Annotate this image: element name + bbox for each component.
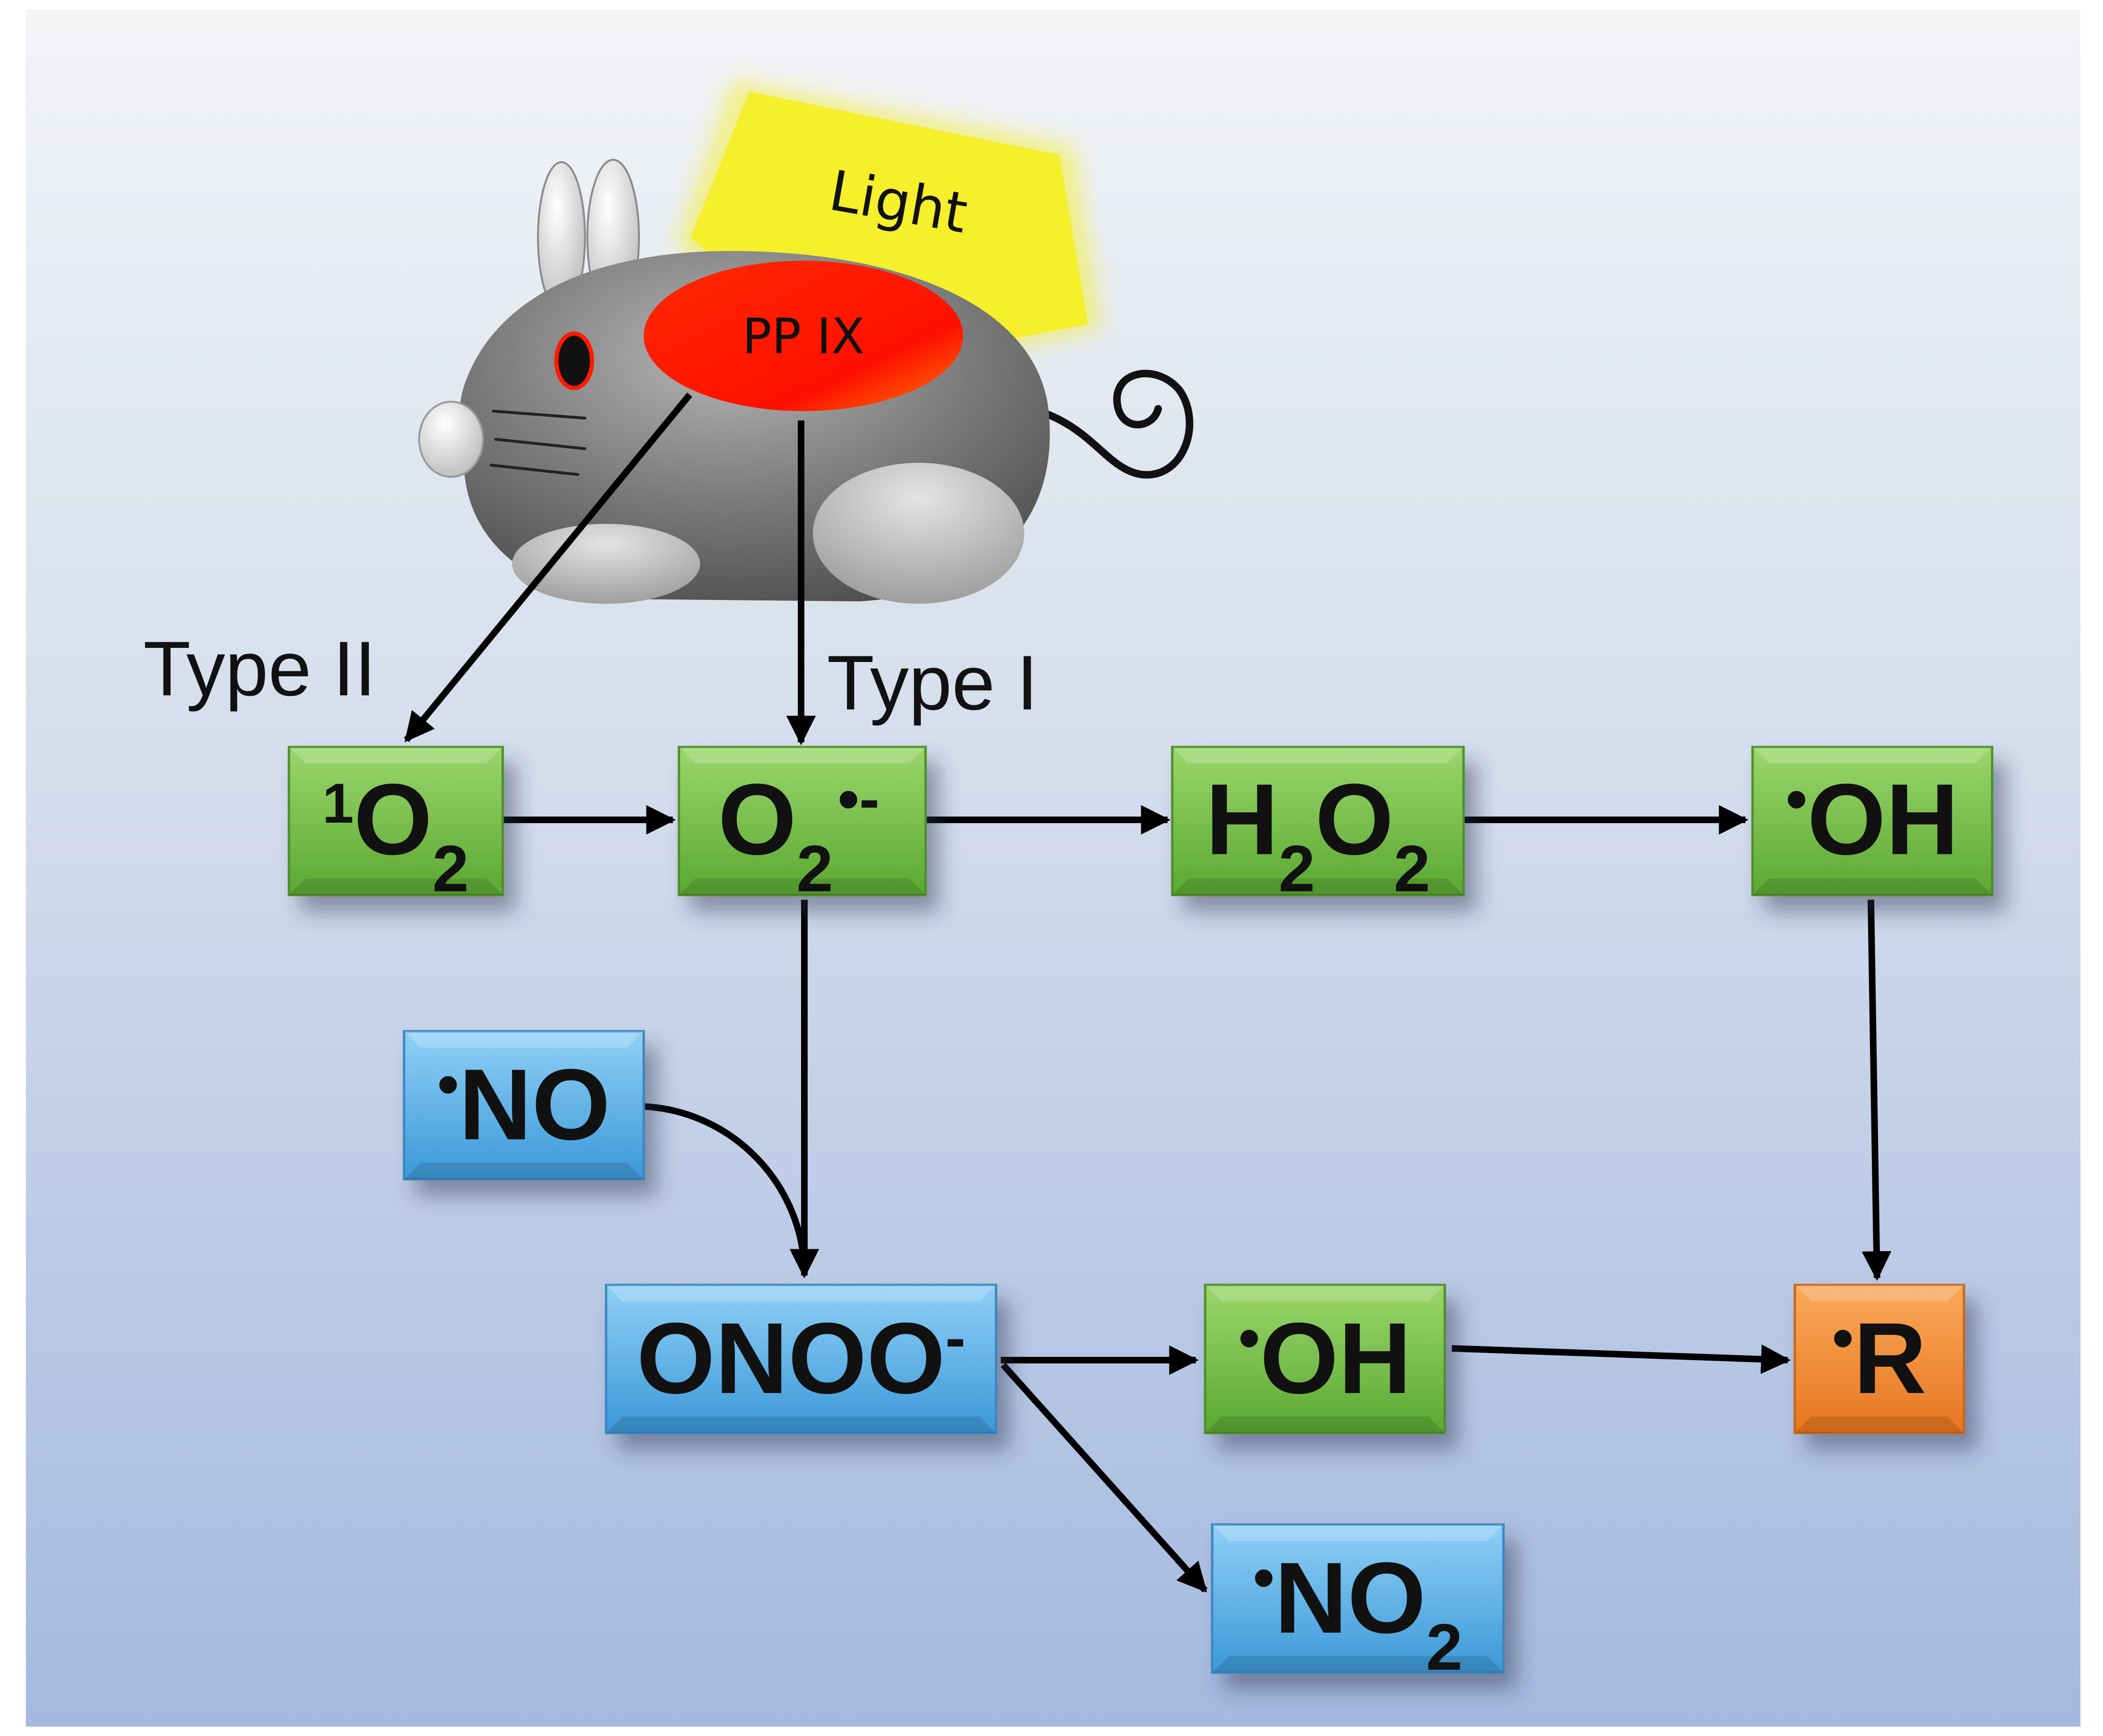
node-hydrogen-peroxide: [1171, 746, 1465, 896]
mouse-whiskers: [490, 410, 586, 476]
photosensitizer-label: PP IX: [742, 308, 865, 365]
node-superoxide-label: O2•-: [718, 763, 880, 905]
arrow-peroxynitrite-to-no2: [1000, 1362, 1208, 1593]
mouse-tail: [1042, 370, 1193, 479]
reaction-arrows: [404, 392, 1892, 1593]
mouse-nose: [418, 401, 484, 478]
node-peroxynitrite: [605, 1284, 997, 1434]
node-peroxynitrite-label: ONOO-: [637, 1301, 966, 1415]
photosensitizer-spot: [644, 261, 963, 411]
node-alkyl-radical: [1793, 1284, 1965, 1434]
node-nitrogen-dioxide-label: •NO2: [1253, 1541, 1463, 1684]
mouse-eye: [554, 331, 594, 390]
arrow-hydroxyl-to-r-bottom: [1451, 1344, 1791, 1374]
arrow-no-to-peroxynitrite: [643, 1103, 808, 1269]
node-hydroxyl-radical-bottom: [1204, 1284, 1446, 1434]
type-ii-label: Type II: [143, 625, 376, 712]
arrow-type-ii: [404, 392, 693, 742]
node-hydroxyl-radical-bottom-label: •OH: [1238, 1301, 1411, 1415]
node-hydroxyl-radical-top-label: •OH: [1786, 763, 1959, 876]
node-hydroxyl-radical-top: [1751, 746, 1994, 896]
mouse-illustration: Light PP IX: [418, 80, 1193, 604]
node-nitric-oxide-label: •NO: [437, 1048, 610, 1161]
node-alkyl-radical-label: •R: [1832, 1301, 1927, 1415]
node-hydrogen-peroxide-label: H2O2: [1206, 763, 1430, 905]
node-singlet-oxygen-label: 1O2: [322, 763, 469, 905]
node-singlet-oxygen: [288, 746, 504, 896]
mouse-back-leg: [813, 463, 1024, 604]
mouse-front-leg: [512, 524, 700, 604]
type-i-label: Type I: [827, 639, 1038, 726]
node-nitrogen-dioxide: [1211, 1523, 1505, 1674]
node-nitric-oxide: [403, 1030, 645, 1181]
node-superoxide: [678, 746, 927, 896]
arrow-hydroxyl-to-r: [1862, 899, 1892, 1281]
